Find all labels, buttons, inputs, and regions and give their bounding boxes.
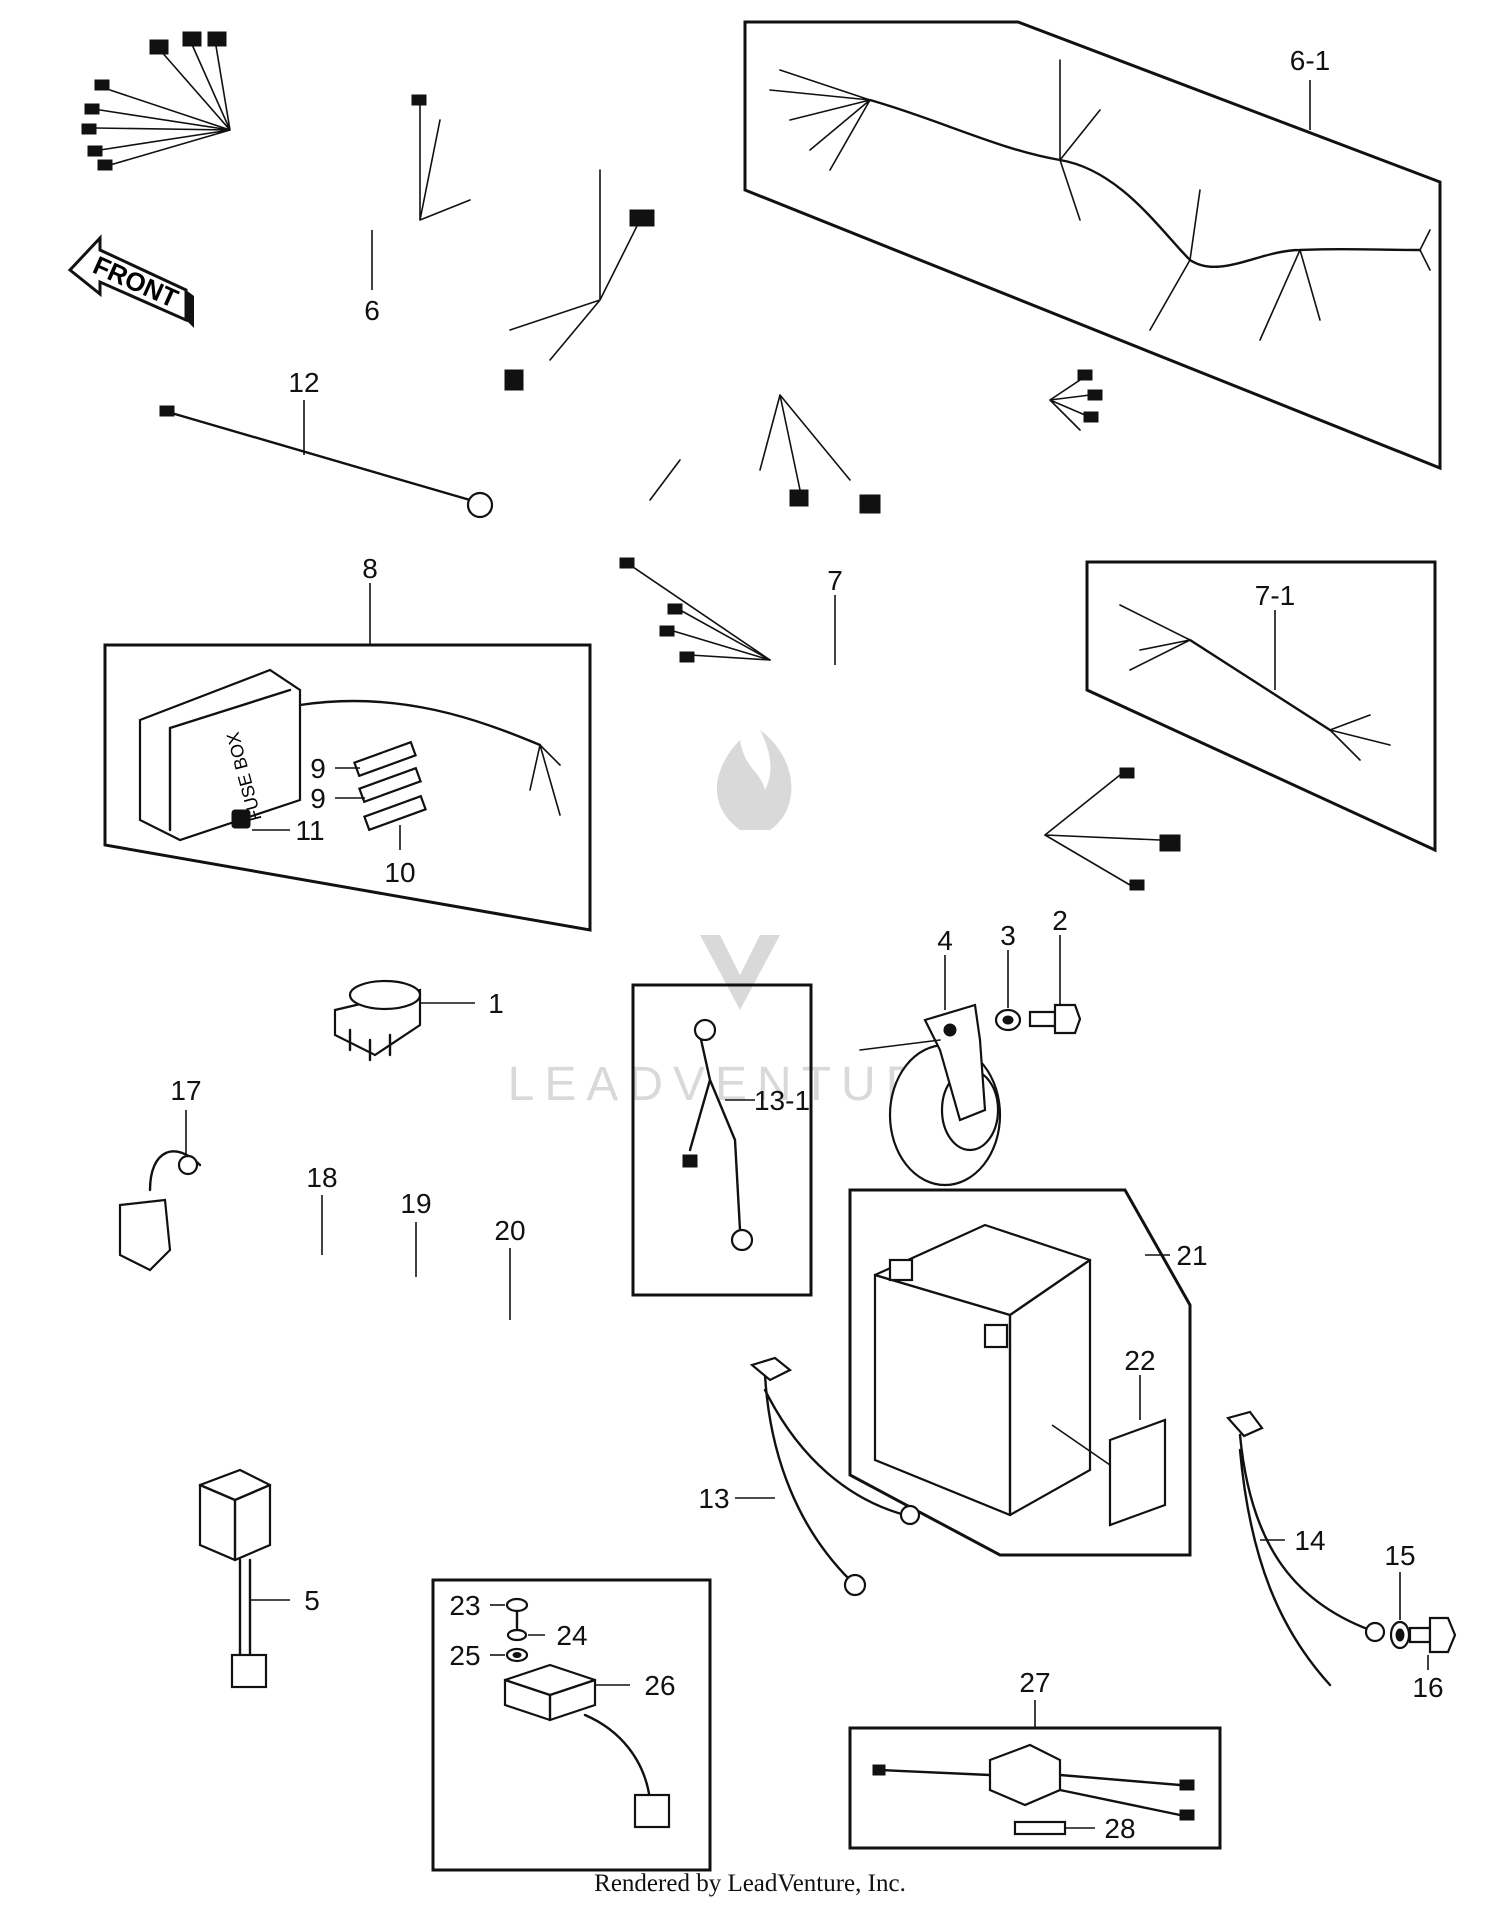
callout-12: 12 bbox=[288, 367, 319, 398]
washer-15 bbox=[1389, 1620, 1411, 1650]
callout-5: 5 bbox=[304, 1585, 320, 1616]
callout-9a: 9 bbox=[310, 753, 326, 784]
callout-20: 20 bbox=[494, 1215, 525, 1246]
callout-8: 8 bbox=[362, 553, 378, 584]
callout-13: 13 bbox=[698, 1483, 729, 1514]
callout-6: 6 bbox=[364, 295, 380, 326]
frame-23-26 bbox=[431, 1578, 712, 1872]
callout-9b: 9 bbox=[310, 783, 326, 814]
callout-16: 16 bbox=[1412, 1672, 1443, 1703]
callout-25: 25 bbox=[449, 1640, 480, 1671]
callout-27: 27 bbox=[1019, 1667, 1050, 1698]
callout-7-1: 7-1 bbox=[1255, 580, 1295, 611]
frame-7-1 bbox=[1085, 560, 1437, 853]
cable-13 bbox=[749, 1356, 921, 1597]
callout-18: 18 bbox=[306, 1162, 337, 1193]
callout-15: 15 bbox=[1384, 1540, 1415, 1571]
fuse-holder-11 bbox=[231, 809, 251, 829]
bolt-2 bbox=[1028, 1003, 1082, 1035]
callout-4: 4 bbox=[937, 925, 953, 956]
frame-6-1 bbox=[743, 20, 1442, 471]
fuse-box: FUSE BOX bbox=[138, 668, 302, 842]
relay-5 bbox=[198, 1468, 272, 1689]
bolt-16 bbox=[1408, 1616, 1457, 1654]
battery-21 bbox=[873, 1223, 1092, 1517]
frame-13-1 bbox=[631, 983, 813, 1297]
ground-cable-12 bbox=[159, 405, 494, 519]
unit-26 bbox=[503, 1663, 671, 1829]
front-label: FRONT bbox=[89, 250, 183, 314]
cable-14 bbox=[1225, 1410, 1386, 1687]
washer-24 bbox=[506, 1628, 528, 1642]
frame-27 bbox=[848, 1726, 1222, 1850]
callout-17: 17 bbox=[170, 1075, 201, 1106]
callout-3: 3 bbox=[1000, 920, 1016, 951]
callout-1: 1 bbox=[488, 988, 504, 1019]
callout-13-1: 13-1 bbox=[754, 1085, 810, 1116]
horn-4 bbox=[859, 1003, 1002, 1187]
frame-21 bbox=[848, 1188, 1192, 1557]
label-22 bbox=[1051, 1418, 1167, 1527]
fuses bbox=[353, 740, 427, 832]
callout-26: 26 bbox=[644, 1670, 675, 1701]
callout-7: 7 bbox=[827, 565, 843, 596]
callout-6-1: 6-1 bbox=[1290, 45, 1330, 76]
bands bbox=[255, 1250, 553, 1445]
fuse-28 bbox=[1013, 1820, 1067, 1836]
washer-3 bbox=[994, 1008, 1022, 1032]
watermark: LEADVENTURE bbox=[508, 730, 973, 1111]
callout-10: 10 bbox=[384, 857, 415, 888]
main-harness-6 bbox=[81, 31, 1103, 514]
washer-25 bbox=[505, 1647, 529, 1663]
watermark-text: LEADVENTURE bbox=[508, 1058, 973, 1111]
callout-24: 24 bbox=[556, 1620, 587, 1651]
relay-1 bbox=[333, 979, 422, 1062]
callout-2: 2 bbox=[1052, 905, 1068, 936]
screw-23 bbox=[505, 1597, 529, 1630]
harness-7 bbox=[619, 557, 1181, 891]
footer-credit: Rendered by LeadVenture, Inc. bbox=[594, 1870, 906, 1897]
callout-14: 14 bbox=[1294, 1525, 1325, 1556]
callout-11: 11 bbox=[295, 815, 324, 846]
callout-19: 19 bbox=[400, 1188, 431, 1219]
callout-21: 21 bbox=[1176, 1240, 1207, 1271]
clamp-17 bbox=[118, 1150, 202, 1272]
frame-8: FUSE BOX bbox=[103, 643, 592, 932]
front-arrow: FRONT bbox=[67, 234, 194, 328]
callout-23: 23 bbox=[449, 1590, 480, 1621]
callout-22: 22 bbox=[1124, 1345, 1155, 1376]
callout-28: 28 bbox=[1104, 1813, 1135, 1844]
